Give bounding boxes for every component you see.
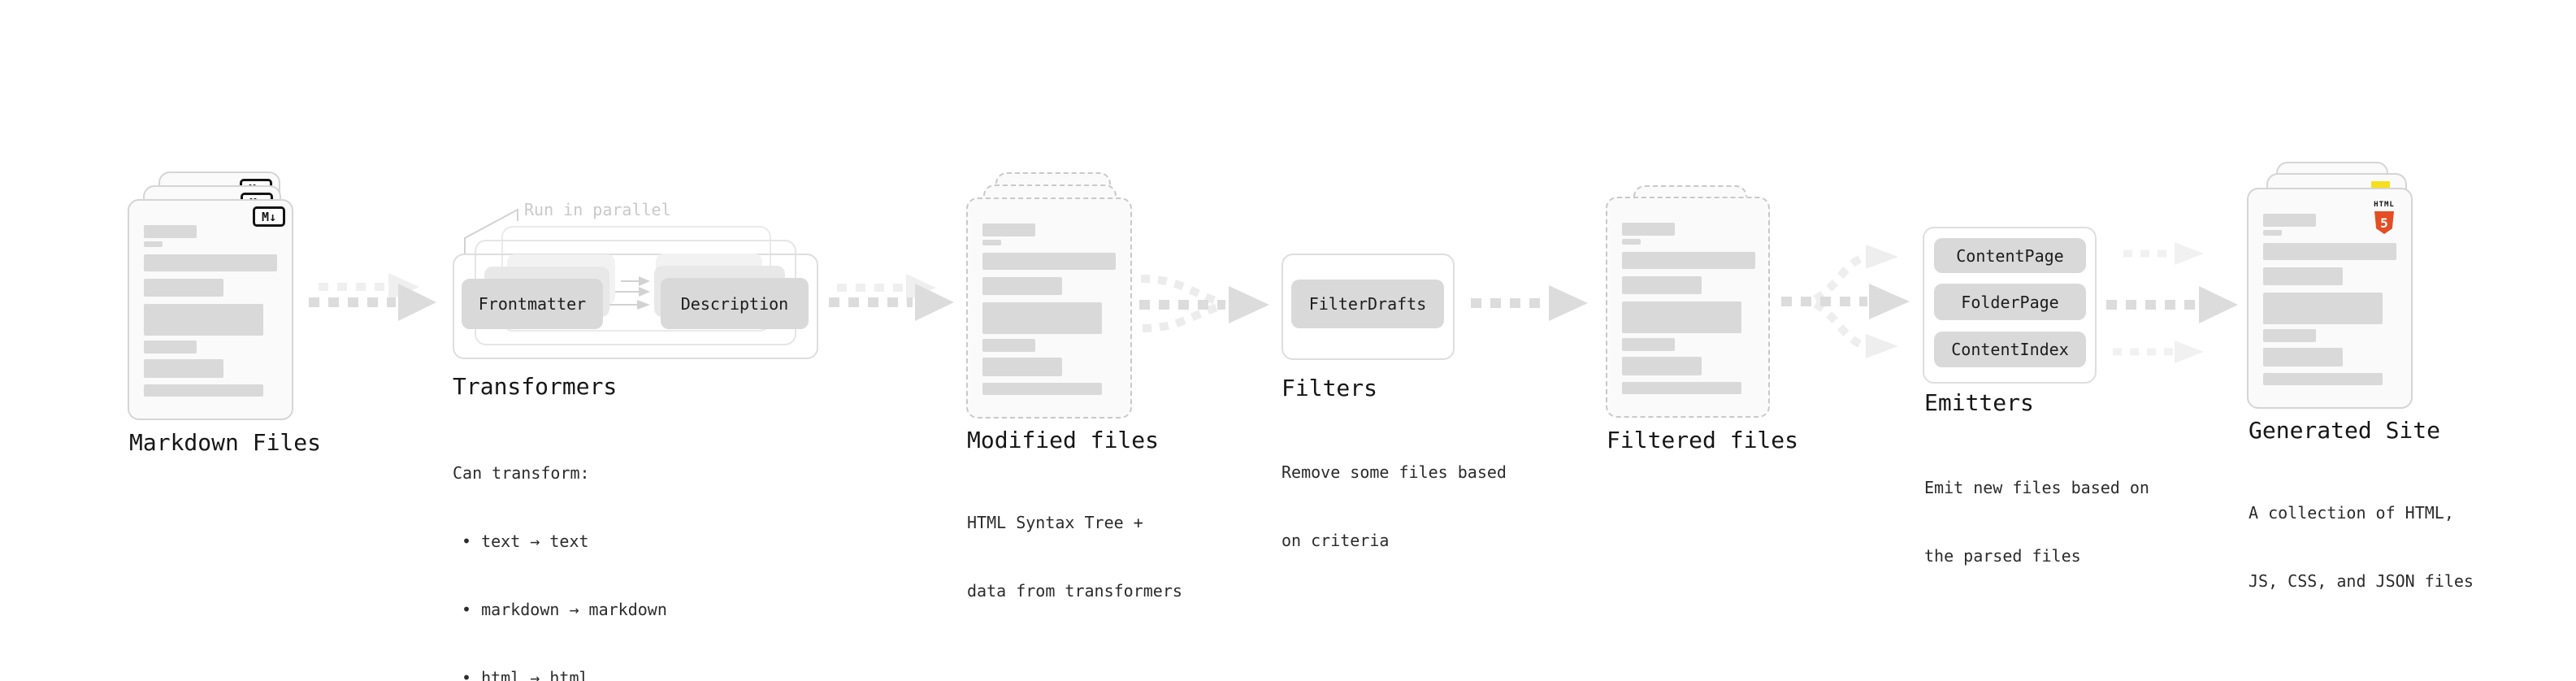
stage-title-modified: Modified files	[967, 427, 1160, 453]
transformers-desc-bullet: • text → text	[462, 531, 589, 551]
text-line-bar	[982, 339, 1035, 352]
note-leader-line	[464, 208, 518, 254]
html5-icon-shield: 5	[2374, 211, 2394, 234]
text-line-bar	[1622, 338, 1675, 351]
text-line-bar	[1622, 252, 1755, 269]
text-line-bar	[144, 359, 223, 378]
text-line-bar	[144, 241, 163, 247]
emitter-folderpage: FolderPage	[1934, 284, 2086, 320]
filters-container	[1281, 254, 1455, 360]
emitter-contentindex: ContentIndex	[1934, 332, 2086, 367]
arrow-emitters-to-generated	[2106, 242, 2238, 363]
text-line-bar	[982, 358, 1062, 376]
filters-desc-line: on criteria	[1281, 531, 1390, 550]
text-line-bar	[2263, 348, 2343, 367]
text-line-bar	[1622, 276, 1702, 294]
arrow-markdown-to-transformers	[309, 273, 436, 321]
text-line-bar	[1622, 239, 1641, 245]
text-line-bar	[2263, 293, 2383, 324]
generated-desc-line: JS, CSS, and JSON files	[2249, 571, 2474, 591]
arrow-filtered-to-emitters	[1781, 245, 1910, 358]
html5-icon: HTML 5	[2367, 194, 2401, 234]
text-line-bar	[2263, 373, 2383, 385]
transformers-desc-bullet: • html → html	[462, 668, 589, 681]
text-line-bar	[144, 279, 223, 297]
transformers-description: Can transform: • text → text • markdown …	[453, 416, 667, 681]
text-line-bar	[2263, 329, 2316, 342]
text-line-bar	[2263, 267, 2343, 285]
text-line-bar	[982, 253, 1116, 270]
emitters-container	[1923, 227, 2097, 384]
transformers-desc-intro: Can transform:	[453, 463, 590, 483]
text-line-bar	[144, 304, 263, 336]
emitters-description: Emit new files based on the parsed files	[1924, 431, 2149, 613]
generated-description: A collection of HTML, JS, CSS, and JSON …	[2249, 456, 2474, 638]
modified-desc-line: data from transformers	[967, 581, 1182, 601]
filter-filterdrafts: FilterDrafts	[1291, 280, 1444, 328]
modified-desc-line: HTML Syntax Tree +	[967, 513, 1143, 532]
stage-title-emitters: Emitters	[1924, 389, 2034, 416]
step-arrows	[609, 276, 650, 310]
stage-title-filtered: Filtered files	[1607, 427, 1799, 453]
text-line-bar	[982, 302, 1102, 334]
transformer-step-description: Description	[661, 278, 809, 329]
stage-title-transformers: Transformers	[453, 373, 618, 400]
text-line-bar	[2263, 230, 2282, 236]
arrow-modified-to-filters	[1139, 275, 1269, 332]
emitter-contentpage: ContentPage	[1934, 238, 2086, 273]
text-line-bar	[144, 225, 197, 238]
text-line-bar	[1622, 301, 1741, 333]
html5-icon-caption: HTML	[2374, 201, 2395, 209]
arrow-filters-to-filtered	[1471, 285, 1588, 321]
text-line-bar	[2263, 243, 2396, 260]
stage-title-markdown: Markdown Files	[129, 429, 322, 456]
text-line-bar	[2263, 214, 2316, 227]
arrow-transformers-to-modified	[829, 274, 954, 321]
filters-description: Remove some files based on criteria	[1281, 415, 1507, 597]
stage-title-filters: Filters	[1281, 375, 1378, 401]
text-line-bar	[982, 277, 1062, 295]
markdown-file-card: M↓	[128, 199, 293, 420]
modified-file-card	[966, 197, 1132, 419]
emitters-desc-line: Emit new files based on	[1924, 478, 2149, 497]
transformer-step-frontmatter: Frontmatter	[462, 279, 603, 329]
run-in-parallel-note: Run in parallel	[524, 200, 671, 219]
text-line-bar	[982, 223, 1035, 236]
text-line-bar	[1622, 223, 1675, 236]
text-line-bar	[1622, 382, 1741, 394]
transformer-container	[453, 254, 818, 359]
stage-title-generated: Generated Site	[2249, 417, 2441, 444]
emitters-desc-line: the parsed files	[1924, 546, 2081, 566]
generated-file-card-html: HTML 5	[2247, 188, 2413, 409]
text-line-bar	[1622, 357, 1702, 375]
markdown-icon: M↓	[253, 206, 285, 227]
modified-description: HTML Syntax Tree + data from transformer…	[967, 466, 1182, 648]
filtered-file-card	[1606, 197, 1770, 418]
generated-desc-line: A collection of HTML,	[2249, 503, 2454, 523]
text-line-bar	[144, 254, 277, 271]
text-line-bar	[144, 340, 197, 354]
text-line-bar	[144, 384, 263, 397]
text-line-bar	[982, 383, 1102, 395]
transformers-desc-bullet: • markdown → markdown	[462, 600, 667, 619]
text-line-bar	[982, 240, 1001, 245]
filters-desc-line: Remove some files based	[1281, 462, 1507, 482]
